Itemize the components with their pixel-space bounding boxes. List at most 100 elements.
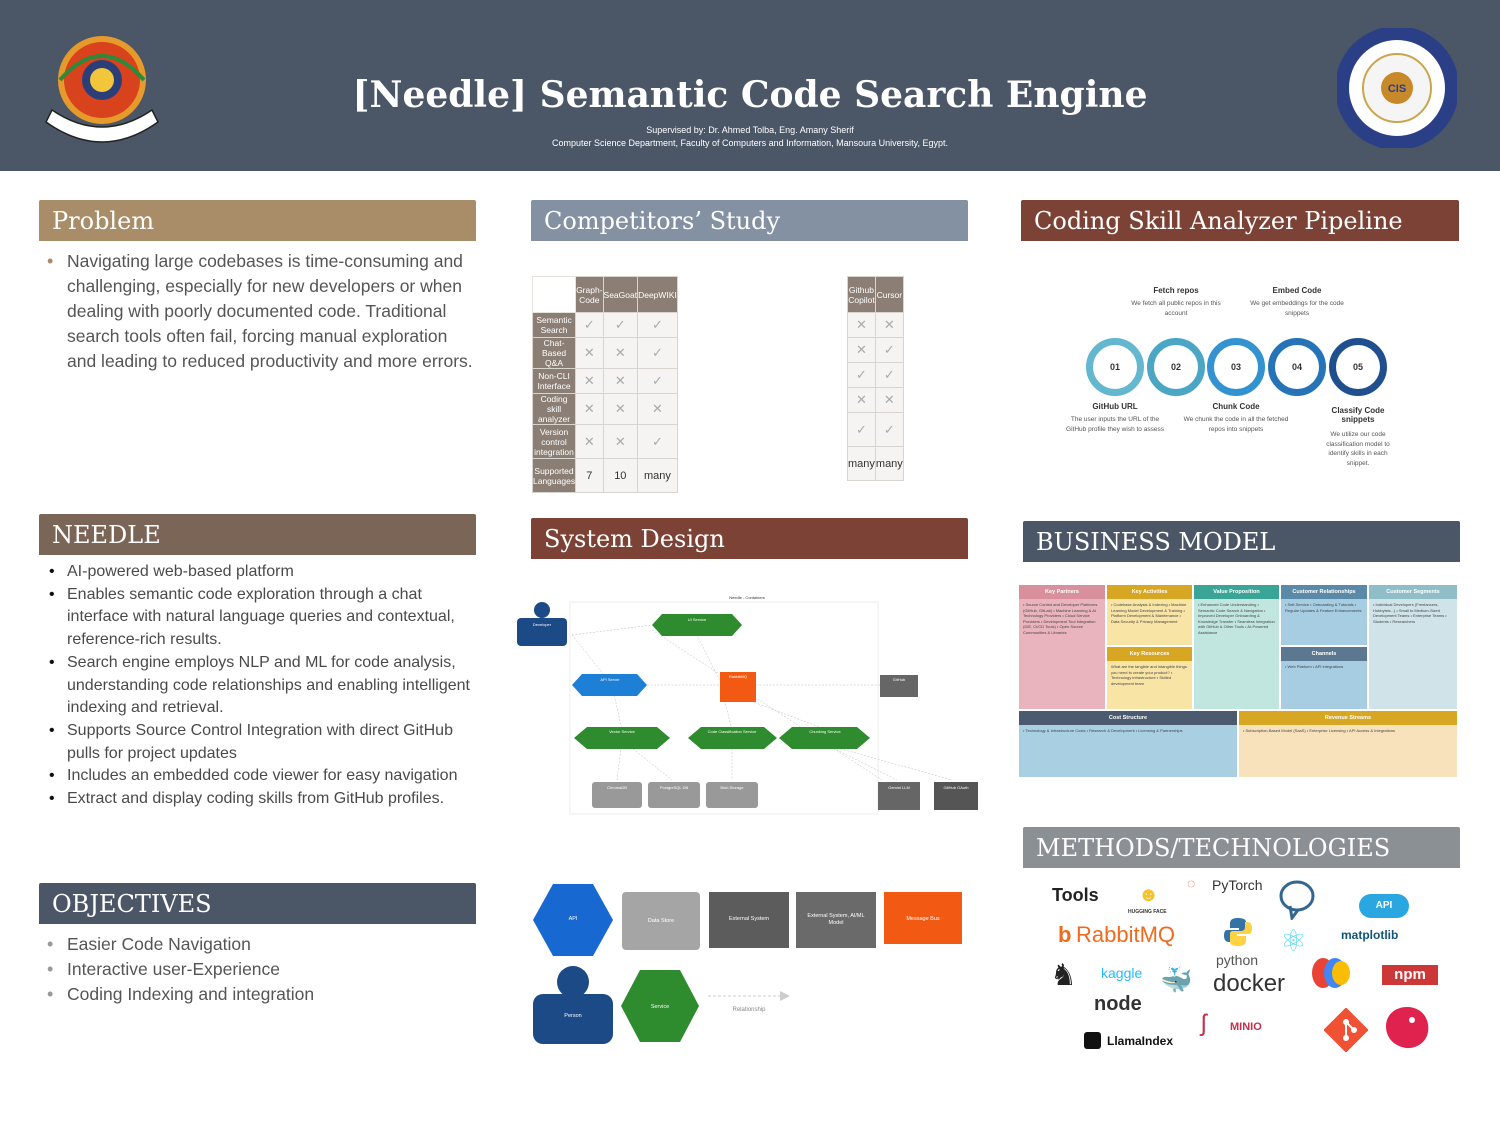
github-node: GitHub bbox=[893, 677, 906, 682]
feature-cell: 7 bbox=[575, 458, 604, 493]
bmc-key-partners: Key Partners • Source Control and Develo… bbox=[1019, 585, 1105, 709]
poster-header: [Needle] Semantic Code Search Engine Sup… bbox=[0, 0, 1500, 171]
feature-cell: ✓ bbox=[847, 412, 876, 447]
pipeline-step-05: 05 bbox=[1329, 338, 1387, 396]
feature-row-label: Semantic Search bbox=[531, 312, 577, 338]
pipeline-step-description: We chunk the code in all the fetched rep… bbox=[1183, 416, 1289, 433]
feature-cell: ✓ bbox=[637, 424, 678, 459]
competitor-column-header: SeaGoat bbox=[602, 276, 639, 313]
feature-row-label: Version control integration bbox=[531, 424, 577, 459]
needle-feature-item: Supports Source Control Integration with… bbox=[39, 720, 479, 765]
legend-api-label: API bbox=[568, 916, 578, 922]
pipeline-step-title: Chunk Code bbox=[1212, 402, 1260, 411]
feature-cell: ✕ bbox=[602, 393, 639, 425]
legend-bus-shape bbox=[884, 892, 962, 944]
bmc-channels-body: • Web Platform • API integrations bbox=[1285, 664, 1344, 669]
bmc-key-activities: Key Activities • Codebase Analysis & Ind… bbox=[1107, 585, 1192, 645]
legend-external-ml-shape bbox=[796, 892, 876, 948]
system-design-diagram: Needle - Containers Developer UI Service… bbox=[517, 595, 978, 815]
svg-text:CIS: CIS bbox=[1388, 83, 1406, 95]
llama-icon: ♞ bbox=[1050, 959, 1077, 992]
docker-label: docker bbox=[1213, 970, 1286, 997]
pipeline-step-title: Embed Code bbox=[1272, 286, 1322, 295]
problem-text: Navigating large codebases is time-consu… bbox=[39, 249, 479, 374]
legend-relationship-label: Relationship bbox=[732, 1007, 766, 1013]
business-model-canvas: Key Partners • Source Control and Develo… bbox=[1019, 585, 1457, 777]
bmc-value-proposition-title: Value Proposition bbox=[1194, 585, 1279, 599]
bmc-channels-title: Channels bbox=[1281, 647, 1367, 661]
llamaindex-icon bbox=[1084, 1032, 1101, 1049]
chromadb-node: ChromaDB bbox=[607, 785, 627, 790]
feature-cell: ✓ bbox=[874, 362, 904, 388]
pipeline-step-02: 02 bbox=[1147, 338, 1205, 396]
oauth-node: GitHub OAuth bbox=[944, 785, 969, 790]
pipeline-step-number: 03 bbox=[1217, 348, 1255, 386]
department-line: Computer Science Department, Faculty of … bbox=[551, 138, 948, 148]
bmc-cost-structure-title: Cost Structure bbox=[1019, 711, 1237, 725]
feature-cell: many bbox=[874, 446, 904, 481]
competitor-column-header: Github Copilot bbox=[847, 276, 876, 313]
bmc-value-proposition: Value Proposition • Enhanced Code Unders… bbox=[1194, 585, 1279, 709]
bmc-revenue-streams-body: • Subscription-Based Model (SaaS) • Ente… bbox=[1243, 728, 1396, 733]
bmc-revenue-streams: Revenue Streams • Subscription-Based Mod… bbox=[1239, 711, 1457, 777]
supervisors-line: Supervised by: Dr. Ahmed Tolba, Eng. Ama… bbox=[646, 125, 854, 135]
needle-feature-item: Extract and display coding skills from G… bbox=[39, 788, 479, 811]
feature-row-label: Chat-Based Q&A bbox=[531, 337, 577, 369]
feature-cell: many bbox=[847, 446, 876, 481]
pipeline-step-description: The user inputs the URL of the GitHub pr… bbox=[1066, 416, 1164, 433]
feature-cell: ✓ bbox=[874, 337, 904, 363]
pipeline-step-title: Classify Code snippets bbox=[1331, 406, 1385, 424]
feature-cell: ✕ bbox=[602, 337, 639, 369]
poster-title: [Needle] Semantic Code Search Engine bbox=[352, 74, 1148, 116]
git-icon bbox=[1324, 1008, 1368, 1052]
feature-row-label: Supported Languages bbox=[531, 458, 577, 493]
rabbitmq-node: RabbitMQ bbox=[729, 674, 747, 679]
bmc-value-proposition-body: • Enhanced Code Understanding • Semantic… bbox=[1198, 602, 1275, 635]
postgresql-icon bbox=[1279, 880, 1315, 920]
table-corner bbox=[531, 276, 577, 313]
pytorch-label: PyTorch bbox=[1212, 877, 1263, 893]
competitor-column-header: Graph-Code bbox=[575, 276, 604, 313]
legend-external-label: External System bbox=[728, 916, 770, 922]
competitors-heading: Competitors’ Study bbox=[531, 200, 968, 241]
pipeline-step-title: GitHub URL bbox=[1092, 402, 1138, 411]
feature-row-label: Non-CLI Interface bbox=[531, 368, 577, 394]
docker-whale-icon: 🐳 bbox=[1160, 965, 1193, 995]
system-design-heading: System Design bbox=[531, 518, 968, 559]
pipeline-step-number: 04 bbox=[1278, 348, 1316, 386]
feature-cell: ✕ bbox=[575, 424, 604, 459]
needle-feature-list: AI-powered web-based platformEnables sem… bbox=[39, 561, 479, 811]
legend-bus-label: Message Bus bbox=[906, 916, 940, 922]
feature-cell: ✓ bbox=[575, 312, 604, 338]
rabbitmq-label: RabbitMQ bbox=[1076, 922, 1176, 947]
bmc-key-resources: Key Resources What are the tangible and … bbox=[1107, 647, 1192, 709]
bmc-customer-relationships: Customer Relationships • Self-Service • … bbox=[1281, 585, 1367, 645]
llamaindex-label: LlamaIndex bbox=[1107, 1034, 1174, 1048]
feature-cell: 10 bbox=[602, 458, 639, 493]
pipeline-step-number: 05 bbox=[1339, 348, 1377, 386]
bmc-revenue-streams-title: Revenue Streams bbox=[1239, 711, 1457, 725]
legend-external-ml-label: External System, AI/ML Model bbox=[807, 913, 865, 926]
cis-faculty-logo-icon: CIS bbox=[1337, 28, 1457, 148]
developer-node: Developer bbox=[533, 622, 552, 627]
pipeline-step-03: 03 bbox=[1207, 338, 1265, 396]
bmc-channels: Channels • Web Platform • API integratio… bbox=[1281, 647, 1367, 709]
bmc-key-activities-body: • Codebase Analysis & Indexing • Machine… bbox=[1111, 602, 1187, 624]
hugging-face-icon: ☻ bbox=[1138, 884, 1160, 906]
objectives-list: Easier Code NavigationInteractive user-E… bbox=[39, 932, 479, 1007]
legend-service-shape bbox=[621, 970, 699, 1042]
pipeline-step-description: We utilize our code classification model… bbox=[1326, 431, 1390, 467]
feature-cell: ✕ bbox=[847, 387, 876, 413]
bmc-customer-segments: Customer Segments • Individual Developer… bbox=[1369, 585, 1457, 709]
pytorch-icon: ◌ bbox=[1187, 875, 1196, 891]
code-classification-node: Code Classification Service bbox=[708, 729, 757, 734]
legend-person-shape bbox=[533, 966, 613, 1044]
feature-cell: ✕ bbox=[874, 312, 904, 338]
bmc-key-resources-title: Key Resources bbox=[1107, 647, 1192, 661]
feature-cell: ✕ bbox=[575, 393, 604, 425]
feature-cell: many bbox=[637, 458, 678, 493]
python-icon bbox=[1224, 918, 1252, 946]
vector-service-node: Vector Service bbox=[609, 729, 636, 734]
